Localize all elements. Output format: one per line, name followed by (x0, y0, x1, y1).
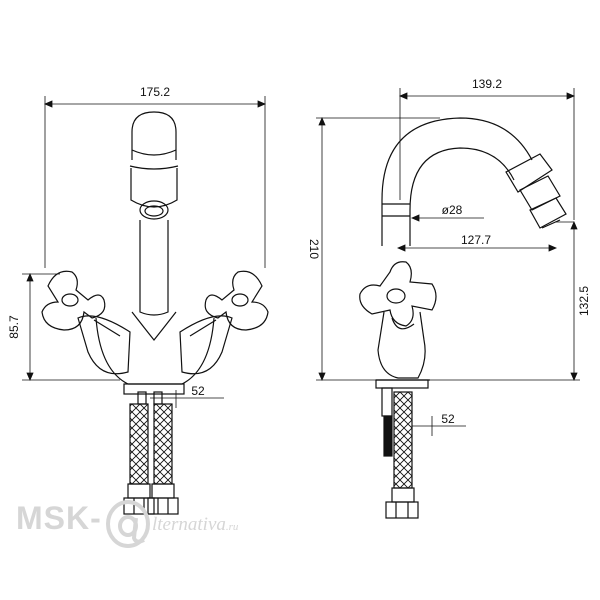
side-total-height-label: 210 (307, 239, 321, 259)
side-gooseneck-spout (381, 117, 567, 246)
front-view (22, 96, 269, 515)
front-hose-spacing-dimension (150, 390, 224, 408)
alternativa-logo-icon (106, 500, 150, 548)
front-hoses (123, 391, 179, 515)
watermark-suffix: .ru (225, 521, 239, 533)
front-body (95, 311, 215, 395)
side-outlet-reach-dimension (396, 221, 574, 252)
side-cross-handle (359, 261, 437, 379)
side-hose-spacing-dimension (412, 416, 466, 436)
front-width-label: 175.2 (140, 85, 170, 99)
front-left-cross-handle (41, 270, 131, 375)
watermark-tail-text: lternativa (152, 514, 226, 535)
front-hose-spacing-label: 52 (191, 384, 205, 398)
side-outlet-reach-label: 127.7 (461, 233, 491, 247)
side-view (316, 88, 580, 519)
side-total-height-dimension (316, 116, 440, 382)
watermark-tail: lternativa.ru (152, 514, 238, 536)
side-spout-diameter-label: ø28 (442, 203, 463, 217)
side-base (375, 379, 430, 389)
watermark-prefix: MSK- (16, 500, 102, 536)
front-spout (129, 111, 179, 316)
side-hose-spacing-label: 52 (441, 412, 455, 426)
front-width-dimension (43, 96, 267, 268)
front-handle-height-label: 85.7 (7, 315, 21, 339)
side-reach-dimension (398, 88, 576, 220)
side-outlet-height-dimension (430, 220, 580, 382)
side-reach-label: 139.2 (472, 77, 502, 91)
side-hoses (381, 387, 419, 519)
side-spout-diameter-dimension (410, 214, 484, 222)
front-right-cross-handle (179, 270, 269, 375)
front-handle-height-dimension (22, 272, 120, 382)
side-outlet-height-label: 132.5 (577, 286, 591, 316)
